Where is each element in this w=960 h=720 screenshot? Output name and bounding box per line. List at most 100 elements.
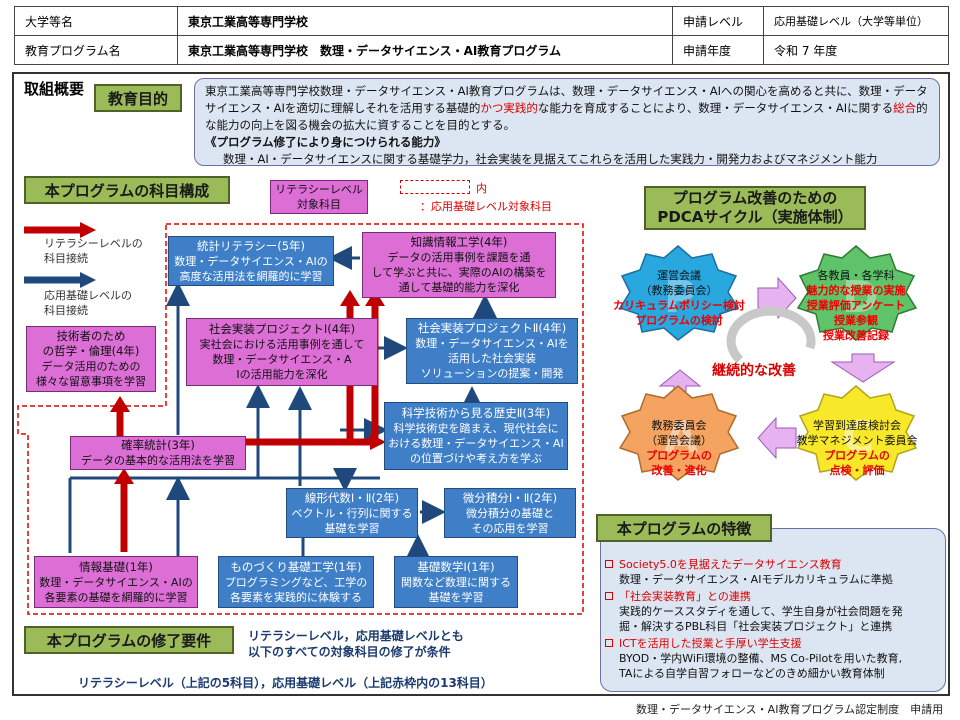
course-title: 線形代数Ⅰ・Ⅱ(2年) (304, 490, 400, 505)
bullet-square-icon (605, 560, 613, 568)
course-calculus: 微分積分Ⅰ・Ⅱ(2年) 微分積分の基礎と その応用を学習 (444, 488, 576, 538)
purpose-title: 教育目的 (94, 84, 182, 112)
feature-item: Society5.0を見据えたデータサイエンス教育 数理・データサイエンス・AI… (605, 557, 935, 587)
plan-line-b: （教務委員会） (640, 284, 718, 297)
course-desc: 数理・データサイエンス・AIを 活用した社会実装 ソリューションの提案・開発 (415, 337, 569, 380)
course-history-2: 科学技術から見る歴史Ⅱ(3年) 科学技術史を踏まえ、現代社会に おける数理・デー… (384, 402, 568, 470)
pdca-letter-c: C (842, 412, 875, 463)
year-value: 令和 7 年度 (763, 35, 949, 65)
do-line-c: 授業評価アンケート (806, 299, 906, 312)
star-act (618, 385, 740, 481)
requirements-title: 本プログラムの修了要件 (24, 626, 234, 654)
course-basic-math-1: 基礎数学Ⅰ(1年) 関数など数理に関する 基礎を学習 (394, 556, 518, 608)
do-line-d: 授業参観 (834, 314, 878, 327)
legend-literacy-text: リテラシーレベルの 科目接続 (44, 237, 143, 265)
course-desc: 微分積分の基礎と その応用を学習 (466, 506, 554, 535)
course-title: 微分積分Ⅰ・Ⅱ(2年) (462, 490, 558, 505)
course-stat-literacy: 統計リテラシー(5年) 数理・データサイエンス・AIの 高度な活用法を網羅的に学… (168, 236, 334, 286)
course-desc: データの活用事例を課題を通 して学ぶと共に、実際のAIの構築を 通して基礎的能力… (371, 251, 547, 294)
arrowhead-history (370, 434, 386, 450)
course-desc: データ活用のための 様々な留意事項を学習 (36, 360, 146, 388)
structure-title: 本プログラムの科目構成 (24, 176, 230, 204)
pdca-plan-text: 運営会議 （教務委員会） カリキュラムポリシー検討 プログラムの検討 (600, 268, 758, 328)
pdca-title: プログラム改善のための PDCAサイクル（実施体制） (644, 186, 866, 230)
pdca-title-1: プログラム改善のための (672, 189, 838, 207)
act-line-b: （運営会議） (646, 434, 712, 447)
bullet-square-icon (605, 639, 613, 647)
feature-desc: 実践的ケーススタディを通して、学生自身が社会問題を発 掘・解決するPBL科目「社… (619, 605, 903, 633)
inner-label: 内 (476, 182, 487, 195)
pdca-letter-p: P (664, 272, 697, 323)
literacy-legend-box: リテラシーレベル 対象科目 (270, 180, 368, 214)
course-info-basics: 情報基礎(1年) 数理・データサイエンス・AIの 各要素の基礎を網羅的に学習 (34, 556, 198, 608)
cycle-arc (726, 306, 816, 364)
arrow-check-to-act (757, 416, 797, 460)
pdca-do-text: 各教員・各学科 魅力的な授業の実施 授業評価アンケート 授業参観 授業改善記録 (782, 268, 930, 343)
feature-desc: 数理・データサイエンス・AIモデルカリキュラムに準拠 (619, 573, 893, 586)
requirements-text: リテラシーレベル，応用基礎レベルとも 以下のすべての対象科目の修了が条件 (248, 629, 464, 659)
course-title: 基礎数学Ⅰ(1年) (417, 559, 495, 574)
course-desc: 関数など数理に関する 基礎を学習 (401, 575, 511, 604)
legend-red-arrowhead (80, 222, 96, 238)
year-label: 申請年度 (672, 35, 764, 65)
check-line-a: 学習到達度検討会 (813, 419, 901, 432)
course-title: 情報基礎(1年) (79, 559, 153, 574)
legend-blue-arrowhead (80, 272, 96, 288)
applied-legend-label: ：応用基礎レベル対象科目 (420, 200, 552, 213)
check-line-d: 点検・評価 (829, 464, 885, 477)
features-title: 本プログラムの特徴 (596, 514, 772, 542)
purpose-red-1: かつ実践的 (480, 101, 538, 115)
feature-heading: Society5.0を見据えたデータサイエンス教育 (619, 558, 842, 571)
arrowhead-knowledge (365, 290, 385, 306)
star-do (796, 245, 918, 341)
course-desc: 数理・データサイエンス・AIの 各要素の基礎を網羅的に学習 (39, 575, 193, 604)
course-desc: ベクトル・行列に関する 基礎を学習 (291, 506, 413, 535)
feature-item: 「社会実装教育」との連携 実践的ケーススタディを通して、学生自身が社会問題を発 … (605, 589, 935, 634)
course-social-project-2: 社会実装プロジェクトⅡ(4年) 数理・データサイエンス・AIを 活用した社会実装… (406, 318, 578, 384)
course-linear-algebra: 線形代数Ⅰ・Ⅱ(2年) ベクトル・行列に関する 基礎を学習 (286, 488, 418, 538)
pdca-letter-a: A (664, 412, 699, 463)
arrowhead-prob (114, 468, 134, 484)
act-line-a: 教務委員会 (651, 419, 707, 432)
ability-title: 《プログラム修了により身につけられる能力》 (205, 135, 446, 149)
course-desc: プログラミングなど、工学の 各要素を実践的に体験する (224, 575, 368, 604)
pdca-center-label: 継続的な改善 (712, 363, 796, 379)
course-probability-statistics: 確率統計(3年) データの基本的な活用法を学習 (70, 436, 246, 470)
pdca-title-2: PDCAサイクル（実施体制） (657, 208, 853, 226)
feature-desc: BYOD・学内WiFi環境の整備、MS Co-Pilotを用いた教育, TAによ… (619, 652, 903, 680)
pdca-letter-d: D (842, 272, 879, 323)
course-desc: 科学技術史を踏まえ、現代社会に おける数理・データサイエンス・AI の位置づけや… (388, 422, 564, 465)
check-line-c: プログラムの (824, 449, 890, 462)
course-title: 社会実装プロジェクトⅡ(4年) (417, 321, 567, 335)
course-monozukuri: ものづくり基礎工学(1年) プログラミングなど、工学の 各要素を実践的に体験する (218, 556, 374, 608)
purpose-red-2: 総合 (893, 101, 917, 115)
course-desc: 実社会における活用事例を通して 数理・データサイエンス・A Iの活用能力を深化 (199, 338, 365, 381)
do-line-a: 各教員・各学科 (817, 269, 895, 282)
requirements-bottom: リテラシーレベル（上記の5科目），応用基礎レベル（上記赤枠内の13科目） (78, 676, 493, 690)
ability-text: 数理・AI・データサイエンスに関する基礎学力，社会実装を見据えてこれらを活用した… (223, 152, 878, 166)
course-ethics: 技術者のため の哲学・倫理(4年) データ活用のための 様々な留意事項を学習 (26, 326, 156, 392)
course-title: 統計リテラシー(5年) (196, 238, 306, 253)
feature-item: ICTを活用した授業と手厚い学生支援 BYOD・学内WiFi環境の整備、MS C… (605, 636, 935, 681)
purpose-text-1: 東京工業高等専門学校数理・データサイエンス・AI教育プログラムは、数理・データサ… (205, 84, 928, 115)
apply-level-label: 申請レベル (672, 6, 764, 36)
pdca-act-text: 教務委員会 （運営会議） プログラムの 改善・進化 (604, 418, 754, 478)
course-title: 技術者のため の哲学・倫理(4年) (42, 329, 140, 358)
course-title: 社会実装プロジェクトⅠ(4年) (208, 322, 356, 336)
course-knowledge-info-eng: 知識情報工学(4年) データの活用事例を課題を通 して学ぶと共に、実際のAIの構… (362, 232, 556, 298)
course-social-project-1: 社会実装プロジェクトⅠ(4年) 実社会における活用事例を通して 数理・データサイ… (186, 318, 378, 386)
bullet-square-icon (605, 592, 613, 600)
program-value: 東京工業高等専門学校 数理・データサイエンス・AI教育プログラム (177, 35, 673, 65)
check-line-b: 教学マネジメント委員会 (796, 434, 918, 447)
star-plan (618, 245, 740, 341)
applied-legend-box (400, 180, 470, 194)
pdca-diagram (618, 245, 918, 481)
course-title: ものづくり基礎工学(1年) (230, 559, 362, 574)
footer-text: 数理・データサイエンス・AI教育プログラム認定制度 申請用 (636, 703, 944, 716)
star-check (796, 385, 918, 481)
features-panel: Society5.0を見据えたデータサイエンス教育 数理・データサイエンス・AI… (600, 528, 946, 692)
feature-heading: ICTを活用した授業と手厚い学生支援 (619, 637, 802, 650)
act-line-c: プログラムの (646, 449, 712, 462)
